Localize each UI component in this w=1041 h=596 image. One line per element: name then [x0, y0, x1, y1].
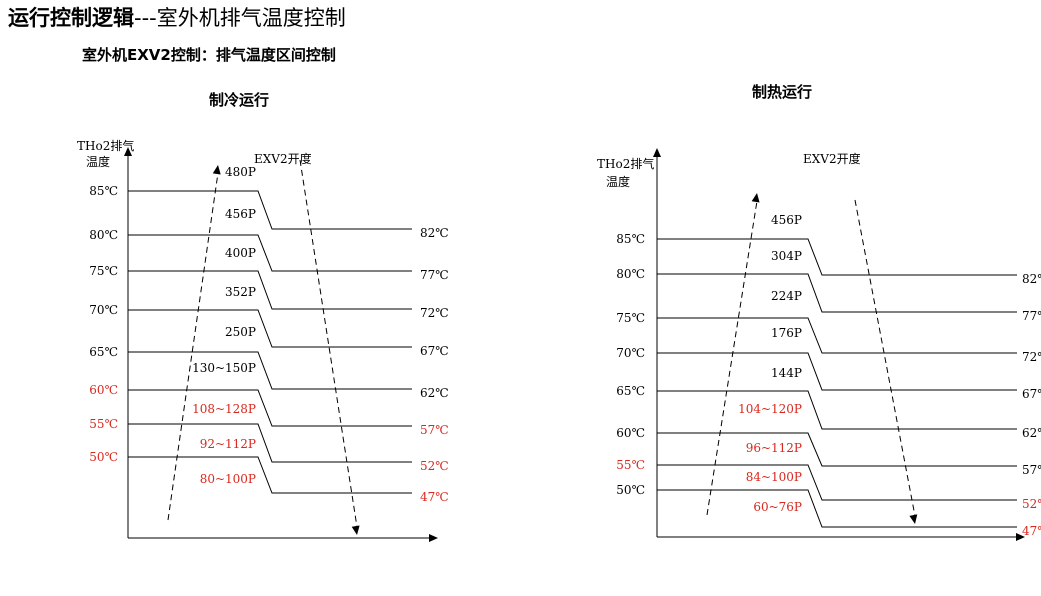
heating-left-temp-label: 80℃: [616, 267, 645, 281]
heating-y-axis-label-line2: 温度: [606, 174, 630, 189]
cooling-panel-title: 制冷运行: [209, 91, 270, 109]
cooling-exv2-step-label: 92~112P: [200, 437, 256, 451]
heating-left-temp-label: 55℃: [616, 458, 645, 472]
heating-left-temp-label: 65℃: [616, 384, 645, 398]
page-title-bold: 运行控制逻辑: [8, 6, 134, 30]
heating-opening-down-arrowhead: [909, 514, 918, 524]
heating-opening-down-arrow: [854, 199, 916, 517]
heating-y-axis-arrow: [653, 148, 661, 157]
cooling-opening-up-arrowhead: [212, 165, 221, 175]
cooling-exv2-step-label: 400P: [225, 246, 256, 260]
heating-band-line: [657, 273, 1017, 313]
page-title-rest: ---室外机排气温度控制: [134, 6, 346, 30]
heating-exv2-step-label: 104~120P: [738, 402, 802, 416]
cooling-left-temp-label: 55℃: [89, 417, 118, 431]
cooling-opening-down-arrow: [299, 159, 358, 528]
heating-exv2-step-label: 456P: [771, 213, 802, 227]
cooling-right-temp-label: 62℃: [420, 386, 449, 400]
cooling-band-line: [128, 351, 412, 390]
cooling-left-temp-label: 75℃: [89, 264, 118, 278]
heating-band-line: [657, 352, 1017, 391]
heating-exv2-step-label: 224P: [771, 289, 802, 303]
heating-exv2-step-label: 96~112P: [746, 441, 802, 455]
cooling-exv2-step-label: 80~100P: [200, 472, 256, 486]
cooling-left-temp-label: 65℃: [89, 345, 118, 359]
cooling-right-temp-label: 52℃: [420, 459, 449, 473]
cooling-x-axis-arrow: [429, 534, 438, 542]
heating-right-temp-label: 47℃: [1022, 524, 1041, 538]
heating-opening-up-arrow: [706, 200, 758, 516]
heating-right-temp-label: 67℃: [1022, 387, 1041, 401]
cooling-exv2-step-label: 480P: [225, 165, 256, 179]
page-subtitle: 室外机EXV2控制：排气温度区间控制: [82, 46, 336, 64]
heating-band-line: [657, 464, 1017, 501]
page-title: 运行控制逻辑---室外机排气温度控制: [8, 4, 346, 32]
heating-exv2-step-label: 176P: [771, 326, 802, 340]
heating-right-temp-label: 72℃: [1022, 350, 1041, 364]
cooling-exv2-step-label: 352P: [225, 285, 256, 299]
cooling-right-temp-label: 77℃: [420, 268, 449, 282]
cooling-band-line: [128, 270, 412, 310]
cooling-band-line: [128, 423, 412, 463]
heating-exv2-step-label: 60~76P: [753, 500, 802, 514]
cooling-band-line: [128, 389, 412, 427]
heating-exv2-opening-label: EXV2开度: [803, 151, 861, 166]
heating-left-temp-label: 70℃: [616, 346, 645, 360]
cooling-y-axis-label-line1: THo2排气: [77, 138, 134, 153]
cooling-right-temp-label: 57℃: [420, 423, 449, 437]
heating-x-axis-arrow: [1016, 533, 1025, 541]
cooling-band-line: [128, 234, 412, 272]
heating-y-axis-label-line1: THo2排气: [597, 156, 654, 171]
cooling-band-line: [128, 190, 412, 230]
heating-right-temp-label: 57℃: [1022, 463, 1041, 477]
heating-exv2-step-label: 84~100P: [746, 470, 802, 484]
cooling-left-temp-label: 85℃: [89, 184, 118, 198]
heating-left-temp-label: 75℃: [616, 311, 645, 325]
heating-panel-title: 制热运行: [752, 83, 813, 101]
cooling-exv2-step-label: 130~150P: [192, 361, 256, 375]
heating-left-temp-label: 85℃: [616, 232, 645, 246]
heating-band-line: [657, 390, 1017, 430]
heating-band-line: [657, 489, 1017, 528]
heating-left-temp-label: 60℃: [616, 426, 645, 440]
cooling-right-temp-label: 82℃: [420, 226, 449, 240]
cooling-band-line: [128, 456, 412, 494]
heating-right-temp-label: 62℃: [1022, 426, 1041, 440]
heating-right-temp-label: 77℃: [1022, 309, 1041, 323]
cooling-left-temp-label: 60℃: [89, 383, 118, 397]
heating-opening-up-arrowhead: [751, 193, 760, 203]
cooling-opening-down-arrowhead: [351, 525, 360, 535]
heating-exv2-step-label: 144P: [771, 366, 802, 380]
cooling-y-axis-arrow: [124, 147, 132, 156]
cooling-exv2-step-label: 250P: [225, 325, 256, 339]
cooling-left-temp-label: 80℃: [89, 228, 118, 242]
heating-left-temp-label: 50℃: [616, 483, 645, 497]
cooling-left-temp-label: 50℃: [89, 450, 118, 464]
cooling-left-temp-label: 70℃: [89, 303, 118, 317]
cooling-exv2-step-label: 456P: [225, 207, 256, 221]
cooling-right-temp-label: 67℃: [420, 344, 449, 358]
cooling-exv2-opening-label: EXV2开度: [254, 151, 312, 166]
cooling-right-temp-label: 47℃: [420, 490, 449, 504]
heating-right-temp-label: 52℃: [1022, 497, 1041, 511]
heating-band-line: [657, 238, 1017, 276]
heating-right-temp-label: 82℃: [1022, 272, 1041, 286]
heating-exv2-step-label: 304P: [771, 249, 802, 263]
cooling-right-temp-label: 72℃: [420, 306, 449, 320]
cooling-y-axis-label-line2: 温度: [86, 154, 110, 169]
heating-band-line: [657, 432, 1017, 467]
cooling-opening-up-arrow: [167, 172, 219, 521]
cooling-exv2-step-label: 108~128P: [192, 402, 256, 416]
cooling-band-line: [128, 309, 412, 348]
heating-band-line: [657, 317, 1017, 354]
